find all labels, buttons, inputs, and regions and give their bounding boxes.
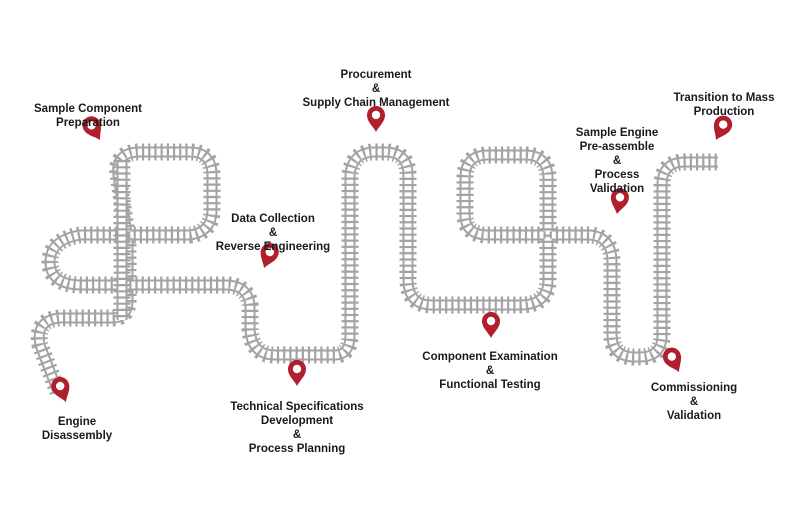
track-sleepers-inner	[46, 148, 718, 361]
pin-component-examination-icon	[482, 312, 500, 338]
label-commissioning: Commissioning&Validation	[650, 382, 738, 422]
step-markers	[51, 106, 733, 402]
pin-data-collection-icon	[260, 243, 279, 268]
pin-sample-component-preparation-icon	[82, 116, 101, 140]
label-data-collection: Data Collection&Reverse Engineering	[215, 213, 331, 253]
railway-track	[30, 143, 718, 396]
pin-procurement-icon	[367, 106, 385, 132]
pin-transition-icon	[713, 115, 733, 140]
pin-engine-disassembly-icon	[51, 377, 70, 402]
pin-commissioning-icon	[662, 347, 682, 372]
label-procurement: Procurement&Supply Chain Management	[302, 69, 450, 109]
pin-technical-specifications-icon	[288, 360, 306, 386]
pin-sample-engine-preassemble-icon	[610, 188, 629, 214]
label-component-examination: Component Examination&Functional Testing	[422, 351, 558, 391]
